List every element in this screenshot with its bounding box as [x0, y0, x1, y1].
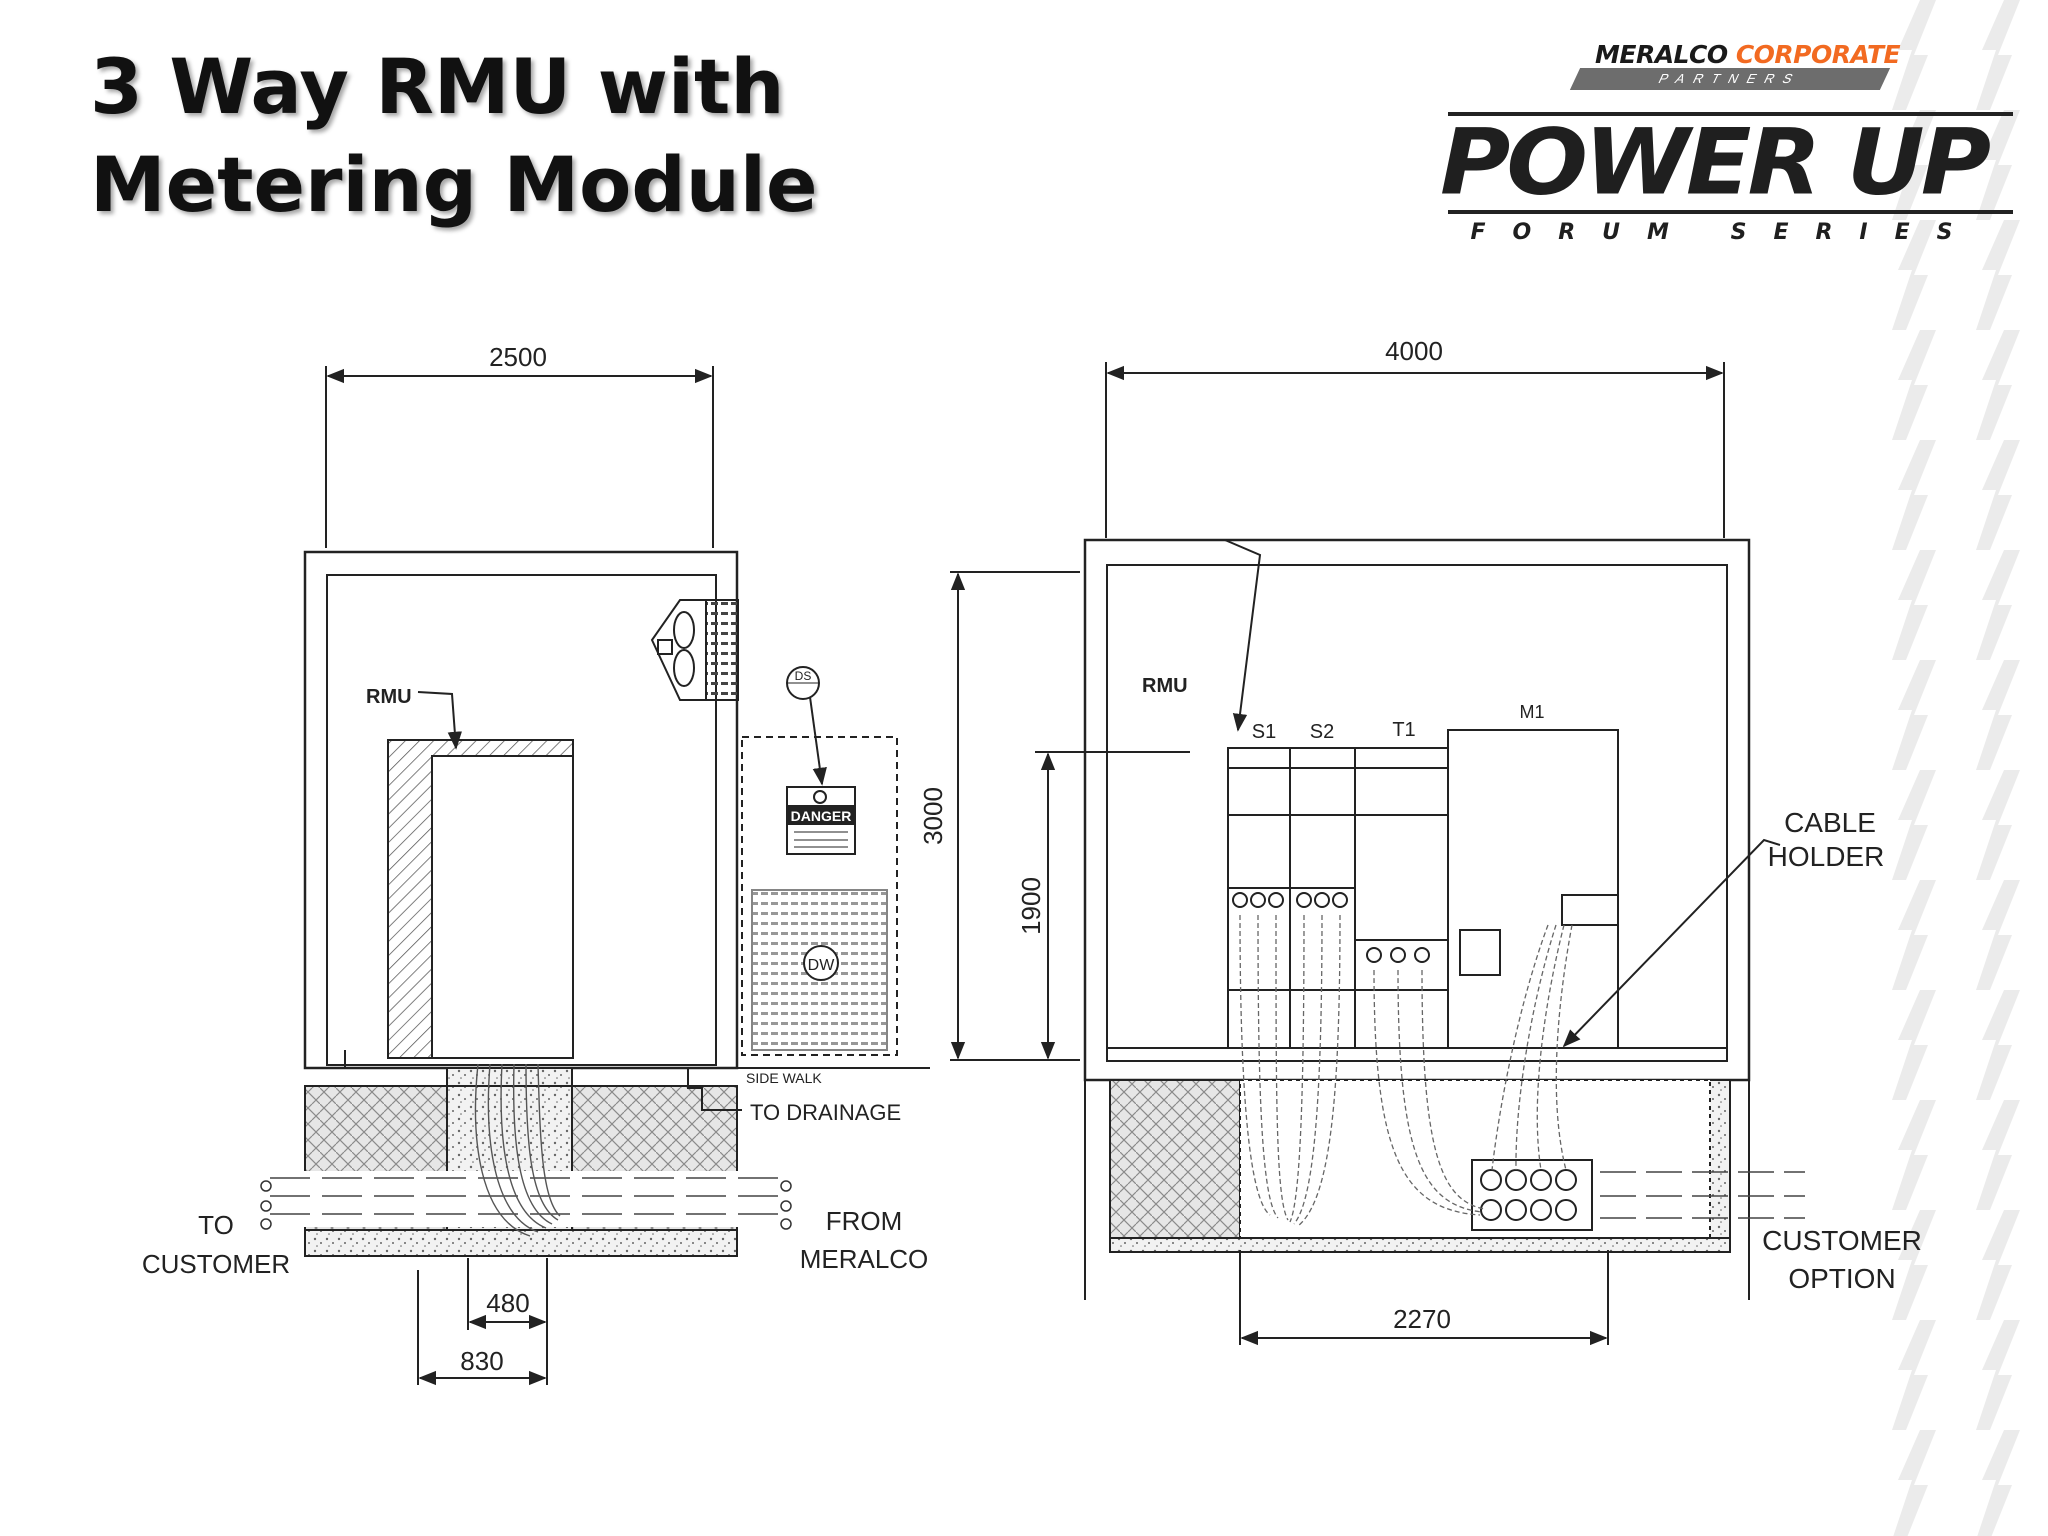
right-dim-width: 4000 — [1385, 336, 1443, 366]
left-dim-480: 480 — [486, 1288, 529, 1318]
cable-holder-line1: CABLE — [1784, 807, 1876, 838]
left-dim-width: 2500 — [489, 342, 547, 372]
slide-title: 3 Way RMU with Metering Module — [90, 38, 818, 234]
left-side-view — [260, 366, 930, 1386]
right-dim-height-total: 3000 — [918, 787, 948, 845]
cable-holder-line2: HOLDER — [1768, 841, 1885, 872]
ds-tag: DS — [795, 669, 812, 683]
side-walk-label: SIDE WALK — [746, 1070, 822, 1086]
right-front-view — [950, 362, 1805, 1346]
right-rmu-label: RMU — [1142, 675, 1188, 697]
title-line-2: Metering Module — [90, 140, 818, 229]
panel-label-s1: S1 — [1252, 721, 1276, 743]
panel-label-s2: S2 — [1310, 721, 1334, 743]
from-meralco-line1: FROM — [826, 1206, 903, 1236]
left-dim-830: 830 — [460, 1346, 503, 1376]
from-meralco-line2: MERALCO — [800, 1244, 929, 1274]
title-line-1: 3 Way RMU with — [90, 42, 785, 131]
customer-option-line1: CUSTOMER — [1762, 1225, 1922, 1256]
left-rmu-label: RMU — [366, 686, 412, 708]
to-customer-line1: TO — [198, 1210, 234, 1240]
logo-brand: MERALCO CORPORATE — [1595, 40, 1901, 69]
logo-brand-meralco: MERALCO — [1595, 40, 1728, 69]
logo-divider-bottom — [1448, 210, 2013, 214]
logo-brand-corporate: CORPORATE — [1735, 40, 1901, 69]
logo-sub-text: FORUM SERIES — [1470, 220, 1980, 245]
dw-tag: DW — [808, 957, 836, 974]
logo-divider-top — [1448, 112, 2013, 116]
to-drainage-label: TO DRAINAGE — [750, 1100, 901, 1125]
panel-label-t1: T1 — [1392, 719, 1415, 741]
right-dim-bottom: 2270 — [1393, 1304, 1451, 1334]
panel-label-m1: M1 — [1519, 702, 1544, 722]
decorative-background-pattern — [1880, 0, 2048, 1536]
power-up-logo: MERALCO CORPORATE PARTNERS POWER UP FORU… — [1440, 30, 2020, 260]
danger-sign-text: DANGER — [791, 808, 852, 824]
to-customer-line2: CUSTOMER — [142, 1249, 290, 1279]
right-dim-height-rmu: 1900 — [1016, 877, 1046, 935]
logo-main-text: POWER UP — [1440, 108, 1991, 216]
customer-option-line2: OPTION — [1788, 1263, 1895, 1294]
